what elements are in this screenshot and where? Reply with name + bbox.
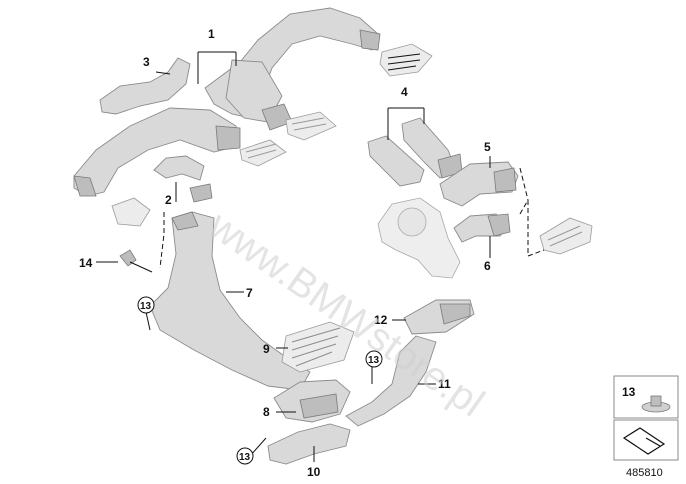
blower-housing-ghost xyxy=(377,197,461,279)
legend-number: 13 xyxy=(622,385,636,399)
small-grille-left xyxy=(111,197,151,227)
callout-10: 10 xyxy=(307,465,321,479)
leader-lines xyxy=(96,51,545,462)
callout-13-a: 13 xyxy=(140,301,152,312)
vent-grille-center-1 xyxy=(285,111,337,141)
callout-9: 9 xyxy=(263,342,270,356)
legend-box: 13 485810 xyxy=(613,375,679,479)
reference-number: 485810 xyxy=(626,467,663,479)
part-6-connector xyxy=(453,213,511,243)
callout-12: 12 xyxy=(374,313,388,327)
callout-3: 3 xyxy=(143,55,150,69)
legend-arrow-icon xyxy=(622,427,666,455)
part-12-bracket xyxy=(403,299,475,335)
part-11-rear-duct xyxy=(345,335,437,427)
part-2-connector xyxy=(153,155,213,203)
part-9-vent-grille xyxy=(281,321,355,373)
side-vent-right xyxy=(539,217,593,255)
callout-labels: 1 3 4 5 2 6 14 7 12 9 11 8 10 13 13 13 xyxy=(79,27,491,479)
callout-8: 8 xyxy=(263,405,270,419)
vent-grille-top xyxy=(379,43,433,77)
callout-7: 7 xyxy=(246,286,253,300)
part-4-vertical-ducts xyxy=(367,117,463,187)
callout-5: 5 xyxy=(484,140,491,154)
callout-13-b: 13 xyxy=(368,355,380,366)
part-10-bottom-duct xyxy=(267,423,351,465)
callout-1: 1 xyxy=(208,27,215,41)
callout-2: 2 xyxy=(165,193,172,207)
callout-11: 11 xyxy=(438,377,451,391)
part-5-outlet-duct xyxy=(439,161,519,207)
callout-6: 6 xyxy=(484,259,491,273)
part-3-upper-left-duct xyxy=(99,57,191,115)
part-1-main-air-duct xyxy=(204,7,381,131)
callout-14: 14 xyxy=(79,256,93,270)
callout-4: 4 xyxy=(401,85,408,99)
part-14-clip xyxy=(119,249,153,273)
left-main-duct xyxy=(73,107,241,197)
vent-grille-center-2 xyxy=(239,139,287,167)
callout-13-c: 13 xyxy=(239,452,251,463)
